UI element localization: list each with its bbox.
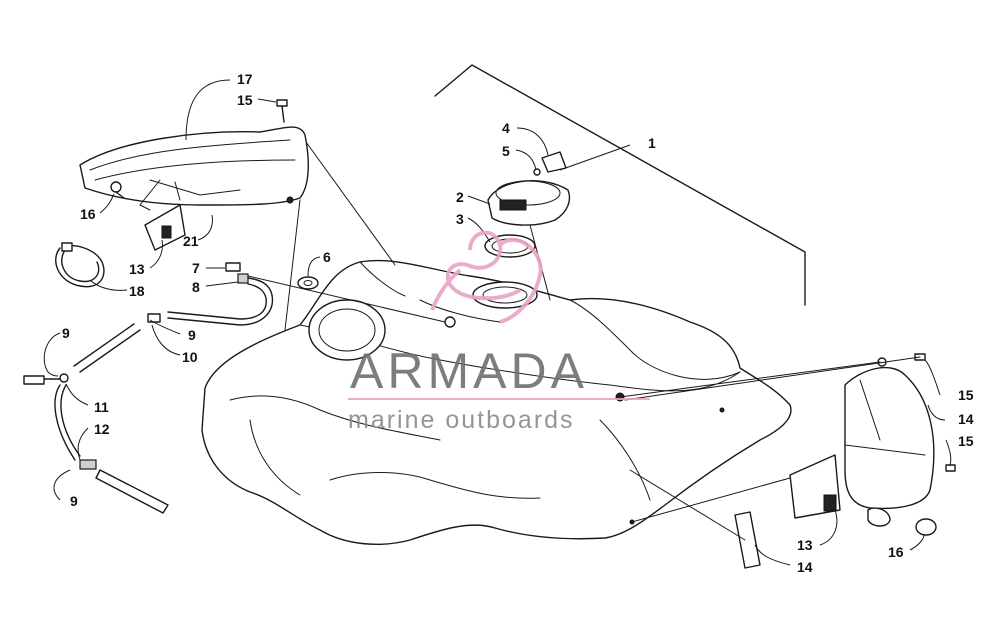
assembly-lines — [247, 141, 921, 541]
callout-11: 11 — [94, 399, 109, 415]
callout-9-left: 9 — [62, 325, 70, 341]
watermark-rule — [348, 398, 650, 400]
foam-strip — [734, 511, 761, 569]
watermark-tagline: marine outboards — [348, 406, 575, 434]
callout-15-top: 15 — [237, 92, 253, 108]
callout-15-right-a: 15 — [958, 387, 974, 403]
callout-9-mid: 9 — [188, 327, 196, 343]
upper-cover — [79, 126, 309, 211]
brand-logo — [430, 230, 543, 324]
callout-13-left: 13 — [129, 261, 145, 277]
callout-16-left: 16 — [80, 206, 96, 222]
fuel-tank — [201, 259, 792, 545]
callout-14-top: 17 — [237, 71, 253, 87]
side-cover — [844, 357, 935, 527]
vent-fittings — [147, 262, 274, 326]
callout-12: 12 — [94, 421, 110, 437]
callout-8: 8 — [192, 279, 200, 295]
screw-top — [276, 99, 288, 123]
washer-right — [915, 518, 937, 536]
callout-6: 6 — [323, 249, 331, 265]
callout-13-right: 13 — [797, 537, 813, 553]
assembly-bracket — [434, 64, 806, 306]
callout-1: 1 — [648, 135, 656, 151]
fuel-cap — [487, 151, 571, 226]
watermark: ARMADA marine outboards — [348, 230, 650, 434]
callout-labels: 17 15 1 4 5 2 3 6 7 8 16 21 13 18 9 9 10… — [62, 71, 974, 575]
callout-17: 14 — [797, 559, 813, 575]
callout-16-right: 16 — [888, 544, 904, 560]
leader-lines — [43, 79, 952, 566]
callout-7: 7 — [192, 260, 200, 276]
callout-14-right: 14 — [958, 411, 974, 427]
callout-5: 5 — [502, 143, 510, 159]
callout-15-right-b: 15 — [958, 433, 974, 449]
callout-10: 10 — [182, 349, 198, 365]
callout-18: 18 — [129, 283, 145, 299]
bracket-left — [110, 181, 186, 251]
callout-2: 2 — [456, 189, 464, 205]
callout-21: 21 — [183, 233, 199, 249]
callout-9-bottom: 9 — [70, 493, 78, 509]
grommet — [297, 276, 319, 290]
callout-4: 4 — [502, 120, 510, 136]
bracket-right — [789, 454, 841, 519]
hose-clamp — [55, 242, 105, 288]
left-hoses — [23, 323, 169, 514]
watermark-brand: ARMADA — [350, 343, 588, 399]
callout-3: 3 — [456, 211, 464, 227]
